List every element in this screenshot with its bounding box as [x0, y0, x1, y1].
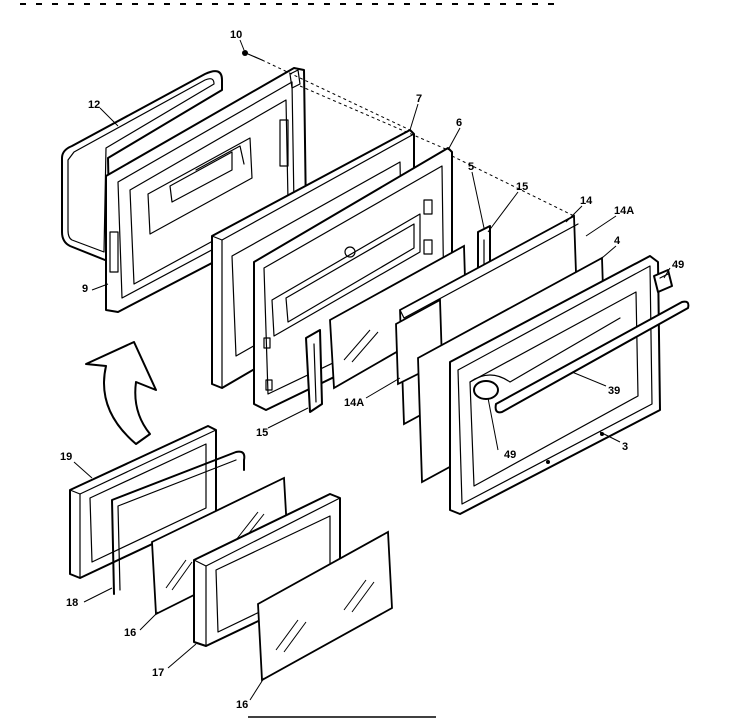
end-cap-left-part	[473, 380, 499, 400]
label-9: 9	[82, 283, 88, 295]
gasket-rod-part	[111, 450, 246, 595]
label-15-upper: 15	[516, 181, 528, 193]
end-cap-right-part	[653, 269, 673, 293]
glass-panel-16-front-part	[257, 530, 393, 682]
label-12: 12	[88, 99, 100, 111]
label-16-front: 16	[236, 699, 248, 711]
part-labels: 10 12 7 6 5 15 14 14A 4 49 9 39 49 3 14A…	[60, 29, 684, 711]
label-5: 5	[468, 161, 474, 173]
handle-bar-part	[494, 300, 690, 414]
label-49-right: 49	[672, 259, 684, 271]
label-39: 39	[608, 385, 620, 397]
label-14: 14	[580, 195, 593, 207]
label-14a-upper: 14A	[614, 205, 634, 217]
label-7: 7	[416, 93, 422, 105]
bracket-lower-part	[305, 329, 323, 413]
assembly-lines	[261, 59, 575, 217]
label-15-lower: 15	[256, 427, 268, 439]
assembly-arrow-icon	[85, 341, 157, 445]
label-14a-lower: 14A	[344, 397, 364, 409]
leader-lines	[73, 39, 671, 701]
label-49-left: 49	[504, 449, 516, 461]
label-16-middle: 16	[124, 627, 136, 639]
label-17: 17	[152, 667, 164, 679]
label-10: 10	[230, 29, 242, 41]
label-6: 6	[456, 117, 462, 129]
label-18: 18	[66, 597, 78, 609]
label-19: 19	[60, 451, 72, 463]
outer-door-frame-part	[449, 255, 661, 515]
inner-door-panel-part	[105, 67, 307, 313]
label-3: 3	[622, 441, 628, 453]
screw-part	[242, 50, 263, 61]
label-4: 4	[614, 235, 621, 247]
